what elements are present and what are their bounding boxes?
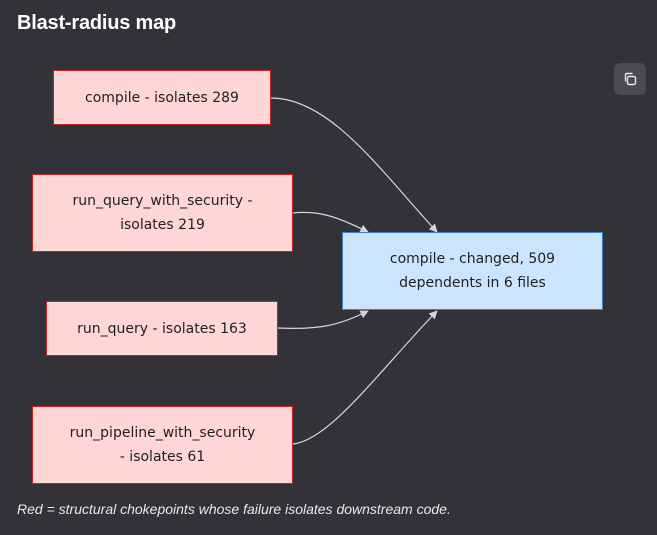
node-label-line1: compile - changed, 509 (389, 251, 556, 267)
edge-run-query-to-target (277, 310, 369, 329)
node-compile-chokepoint[interactable]: compile - isolates 289 (53, 70, 271, 125)
node-label-line2: - isolates 61 (119, 449, 206, 465)
node-label-line1: run_pipeline_with_security (69, 425, 256, 441)
edge-run-query-with-security-to-target (292, 211, 369, 233)
copy-icon (624, 72, 637, 86)
node-label-line1: run_query_with_security - (72, 193, 253, 209)
node-run-query-with-security[interactable]: run_query_with_security - isolates 219 (32, 174, 293, 252)
node-label-line2: dependents in 6 files (399, 275, 546, 291)
node-run-pipeline-with-security[interactable]: run_pipeline_with_security - isolates 61 (32, 406, 293, 484)
edge-run-pipeline-with-security-to-target (292, 310, 438, 445)
node-label: run_query - isolates 163 (77, 320, 247, 337)
node-label-line2: isolates 219 (120, 217, 205, 233)
diagram-title: Blast-radius map (17, 12, 177, 34)
copy-button[interactable] (614, 63, 646, 95)
diagram-caption: Red = structural chokepoints whose failu… (17, 501, 451, 517)
node-compile-changed-target[interactable]: compile - changed, 509 dependents in 6 f… (342, 232, 603, 310)
node-label: compile - isolates 289 (85, 89, 239, 106)
edge-compile-to-target (270, 97, 438, 233)
node-run-query[interactable]: run_query - isolates 163 (46, 301, 278, 356)
